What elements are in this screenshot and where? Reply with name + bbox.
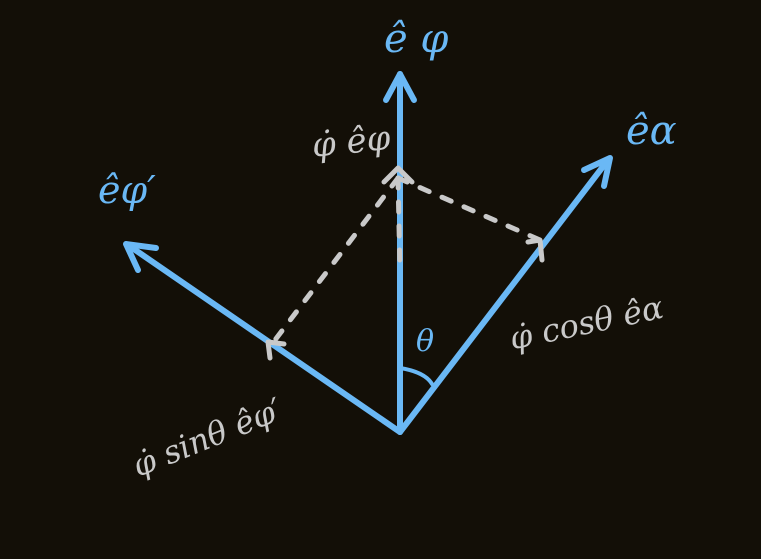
projection-arrowheads [265,165,545,361]
label-e-phi: ê φ [384,16,449,62]
arrowhead-total [381,165,415,185]
label-e-phi-prime: êφ′ [98,168,156,212]
label-theta: θ [416,324,435,359]
theta-arc [398,366,434,386]
projection-to-phi-prime [269,175,401,347]
label-projection-total: φ̇ êφ [309,117,393,166]
projection-to-alpha [395,175,543,243]
arrowhead-alpha [525,237,545,263]
arrowhead-phi-prime [265,339,287,361]
projection-lines [269,175,543,347]
label-e-alpha: êα [626,108,677,154]
vector-e-phi-prime [123,241,403,435]
projection-vertical [395,175,403,275]
vector-e-alpha [397,155,613,435]
